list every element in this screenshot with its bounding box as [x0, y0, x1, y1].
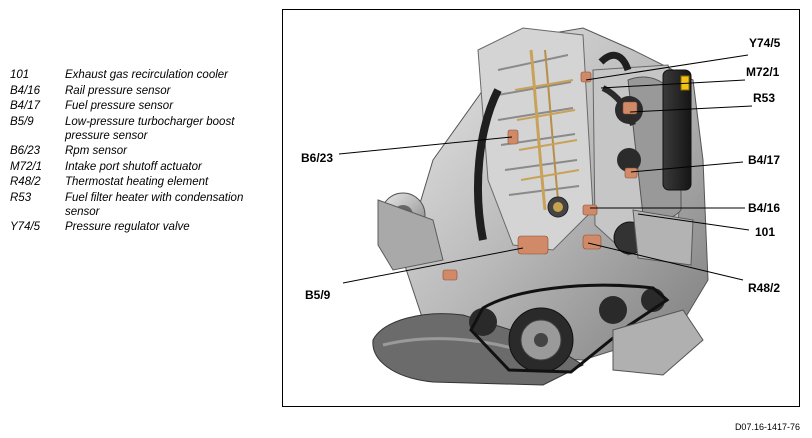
leader-b5-9	[342, 247, 524, 284]
leader-b6-23	[338, 136, 513, 155]
engine-illustration: Y74/5 M72/1 R53 B6/23 B4/17 B4/16 101 B5…	[301, 27, 781, 386]
legend-description: Rail pressure sensor	[65, 84, 171, 97]
legend-item: B4/16 Rail pressure sensor	[10, 84, 272, 98]
legend-code: 101	[10, 69, 30, 81]
legend-description: Low-pressure turbocharger boost pressure…	[65, 115, 235, 142]
document-reference: D07.16-1417-76	[734, 422, 800, 432]
callout-b4-16: B4/16	[748, 201, 780, 215]
legend-code: B4/17	[10, 100, 41, 112]
legend-description: Intake port shutoff actuator	[65, 160, 202, 173]
leader-y74-5	[585, 54, 749, 81]
legend-code: R48/2	[10, 176, 41, 188]
legend-description: Fuel filter heater with condensation sen…	[65, 191, 244, 218]
legend-description: Thermostat heating element	[65, 176, 209, 188]
engine-figure: Y74/5 M72/1 R53 B6/23 B4/17 B4/16 101 B5…	[282, 9, 800, 407]
callout-b6-23: B6/23	[301, 151, 333, 165]
legend-item: R48/2 Thermostat heating element	[10, 175, 272, 189]
legend-description: Fuel pressure sensor	[65, 100, 174, 112]
callout-m72-1: M72/1	[746, 65, 780, 79]
legend-code: M72/1	[10, 160, 42, 173]
callout-leaders	[338, 54, 753, 284]
leader-r53	[629, 105, 753, 113]
callout-y74-5: Y74/5	[749, 36, 781, 50]
legend-code: R53	[10, 191, 32, 204]
callout-101: 101	[755, 225, 775, 239]
engine-block	[372, 27, 709, 386]
legend-description: Pressure regulator valve	[65, 221, 190, 233]
legend-code: B5/9	[10, 115, 34, 128]
legend-description: Rpm sensor	[65, 145, 127, 157]
legend-code: Y74/5	[10, 221, 41, 233]
leader-m72-1	[600, 79, 746, 89]
legend-description: Exhaust gas recirculation cooler	[65, 69, 228, 81]
leader-101	[637, 213, 750, 231]
callout-b4-17: B4/17	[748, 153, 780, 167]
legend-item: B5/9 Low-pressure turbocharger boost pre…	[10, 115, 272, 143]
leader-b4-17	[630, 161, 744, 173]
legend-code: B6/23	[10, 145, 41, 157]
legend-code: B4/16	[10, 84, 41, 97]
legend-item: M72/1 Intake port shutoff actuator	[10, 160, 272, 174]
legend-item: R53 Fuel filter heater with condensation…	[10, 191, 272, 219]
legend-item: Y74/5 Pressure regulator valve	[10, 220, 272, 234]
callout-r53: R53	[753, 91, 775, 105]
legend-item: B6/23 Rpm sensor	[10, 144, 272, 158]
legend-item: B4/17 Fuel pressure sensor	[10, 99, 272, 113]
leader-r48-2	[587, 242, 744, 281]
legend-item: 101 Exhaust gas recirculation cooler	[10, 68, 272, 82]
legend: 101 Exhaust gas recirculation cooler B4/…	[10, 68, 272, 236]
callout-b5-9: B5/9	[305, 288, 331, 302]
callout-r48-2: R48/2	[748, 281, 780, 295]
